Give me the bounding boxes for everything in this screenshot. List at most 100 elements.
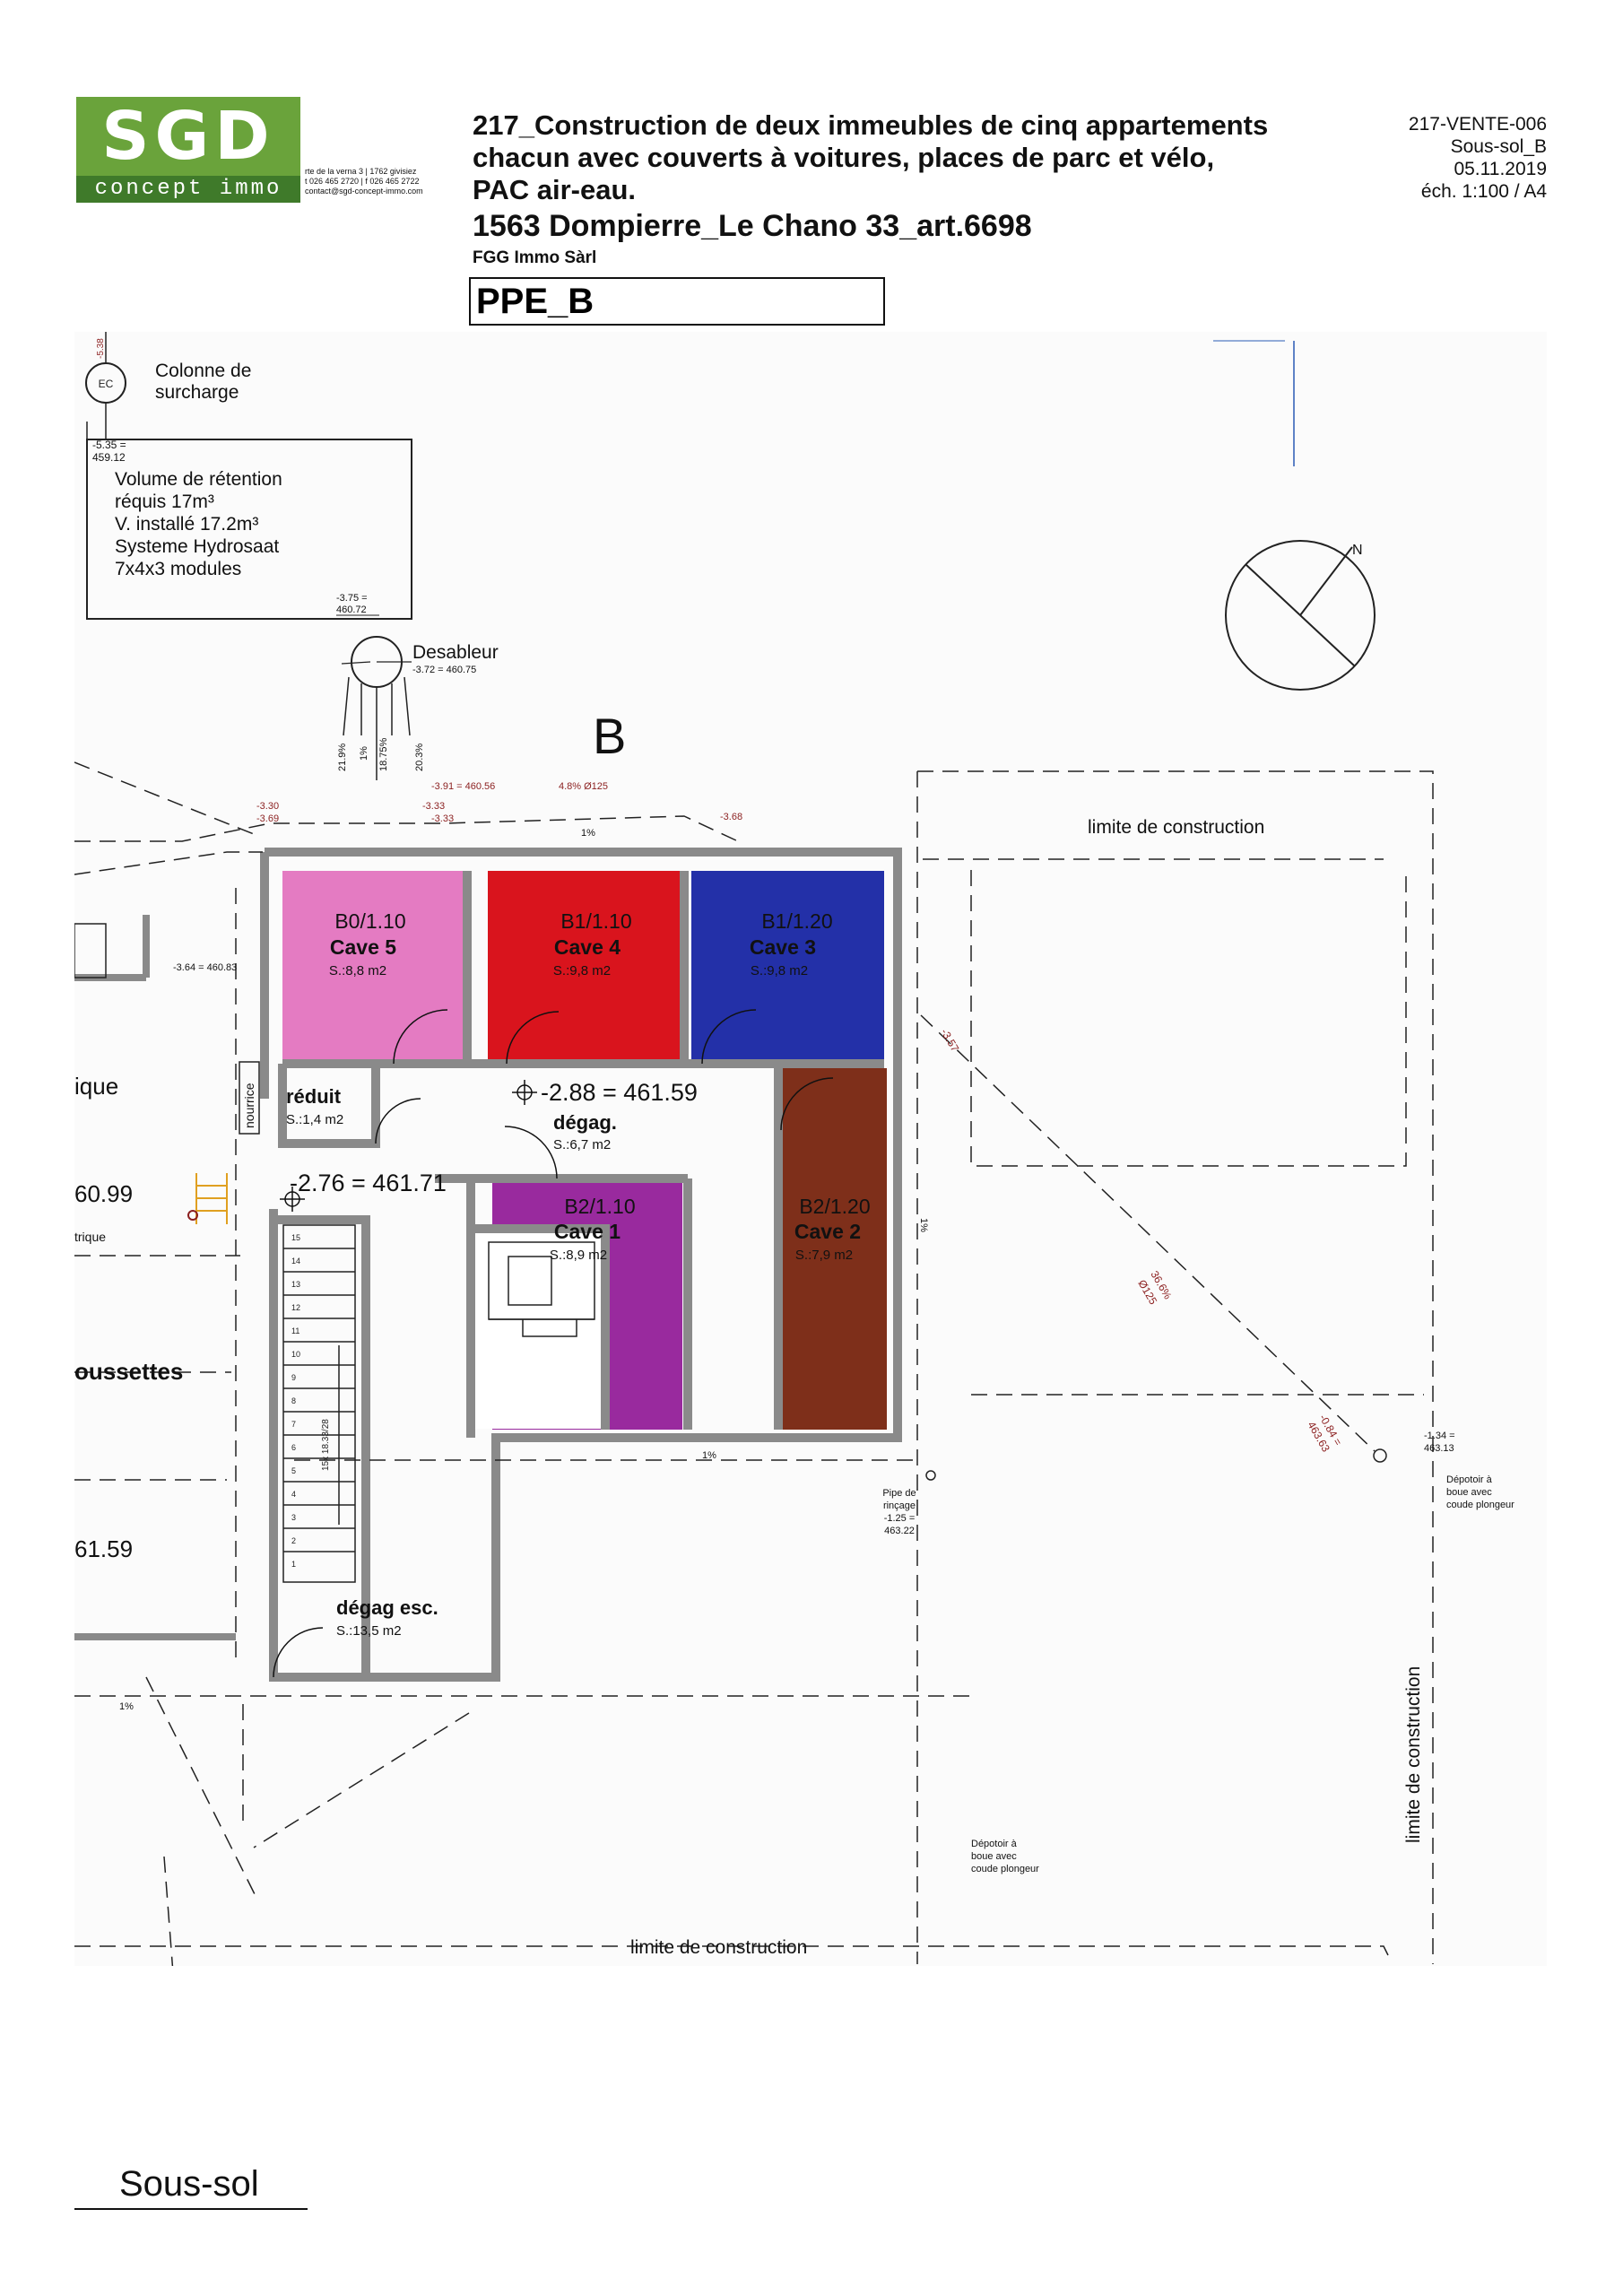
desableur-pipes: [343, 676, 411, 780]
room-labels: B0/1.10 Cave 5 S.:8,8 m2 B1/1.10 Cave 4 …: [329, 909, 871, 1263]
pipe-left-top: [74, 851, 263, 875]
desableur-label: Desableur: [412, 642, 499, 663]
room-cave-1-cutout: [471, 1229, 605, 1429]
cave-5-code: B0/1.10: [334, 909, 405, 933]
north-label: N: [1352, 543, 1363, 558]
depotoir-right-level-1: -1.34 =: [1424, 1431, 1455, 1441]
project-title-block: 217_Construction de deux immeubles de ci…: [473, 109, 1333, 269]
elevator: [488, 1241, 595, 1337]
north-arrow: N: [1225, 540, 1376, 691]
door-stair: [273, 1627, 324, 1678]
step-11: 11: [291, 1326, 299, 1335]
rincage-4: 463.22: [884, 1526, 915, 1536]
door-cave-2: [780, 1077, 834, 1131]
logo-text: SGD: [101, 98, 275, 175]
elevator-car: [508, 1256, 552, 1306]
door-cave-3: [701, 1009, 757, 1065]
adjacent-shaft: [74, 923, 107, 978]
step-6: 6: [291, 1443, 296, 1452]
ladder-lines: [195, 1173, 228, 1224]
stair-treads: [282, 1224, 356, 1583]
slope-labels: 1% 1% 1%: [119, 1218, 929, 1712]
contact-email: contact@sgd-concept-immo.com: [305, 187, 423, 196]
slope-top: 1%: [581, 828, 595, 839]
pipe-slope-4: 20.3%: [414, 744, 425, 771]
stair-calc: 15x 18.33/28: [321, 1419, 331, 1471]
limit-label-top: limite de construction: [1088, 817, 1264, 838]
north-needle: [1299, 546, 1353, 616]
pipe-label-dia: 4.8% Ø125: [559, 781, 608, 792]
depotoir-right-3: coude plongeur: [1446, 1500, 1515, 1510]
step-8: 8: [291, 1396, 296, 1405]
left-partial-2: 60.99: [74, 1180, 133, 1207]
nourrice-box: [239, 1061, 260, 1135]
door-cave-5: [393, 1009, 448, 1065]
cave-2-surface: S.:7,9 m2: [795, 1248, 853, 1263]
cave-1-name: Cave 1: [554, 1220, 621, 1243]
step-4: 4: [291, 1490, 296, 1499]
pipe-left-vertical: [235, 888, 244, 1821]
project-client: FGG Immo Sàrl: [473, 248, 597, 267]
step-12: 12: [291, 1303, 300, 1312]
drainage-network: [74, 761, 1434, 1966]
step-7: 7: [291, 1420, 296, 1429]
room-cave-3: [691, 871, 884, 1064]
room-cave-5: [282, 871, 467, 1064]
left-partial-1: ique: [74, 1073, 118, 1100]
project-address: 1563 Dompierre_Le Chano 33_art.6698: [473, 209, 1032, 243]
north-circle: [1225, 540, 1376, 691]
pipe-left-diag: [74, 761, 255, 835]
left-manhole: [187, 1210, 198, 1221]
step-3: 3: [291, 1513, 296, 1522]
depotoir-bottom: Dépotoir à boue avec coude plongeur: [971, 1839, 1039, 1874]
level-330: -3.30: [256, 801, 279, 812]
company-contact: rte de la verna 3 | 1762 givisiez t 026 …: [305, 167, 423, 196]
building-label: B: [593, 708, 626, 764]
ppe-label: PPE_B: [476, 282, 595, 321]
company-logo: SGD concept immo: [76, 97, 300, 203]
depotoir-right: -1.34 = 463.13 Dépotoir à boue avec coud…: [1424, 1431, 1515, 1510]
level-368: -3.68: [720, 812, 742, 822]
left-partial-4: oussettes: [74, 1358, 183, 1385]
cave-5-name: Cave 5: [330, 935, 396, 959]
left-ladder: [195, 1173, 228, 1224]
step-5: 5: [291, 1466, 296, 1475]
pipe-labels: -3.91 = 460.56 4.8% Ø125 -3.30 -3.69 -3.…: [256, 781, 742, 839]
step-9: 9: [291, 1373, 296, 1382]
pipe-slope-3: 18.75%: [378, 737, 389, 771]
cave-4-code: B1/1.10: [560, 909, 631, 933]
limit-label-right: limite de construction: [1403, 1666, 1424, 1843]
lower-cave-walls: [435, 1068, 783, 1430]
pipe-slope-2: 1%: [359, 746, 369, 761]
rincage-3: -1.25 =: [884, 1513, 916, 1524]
ec-legend: EC Colonne de surcharge -5.38: [85, 332, 251, 439]
step-1: 1: [291, 1560, 296, 1569]
pipe-label-main: -3.91 = 460.56: [431, 781, 495, 792]
cave-3-surface: S.:9,8 m2: [751, 963, 808, 978]
drawing-number: 217-VENTE-006: [1408, 114, 1547, 135]
logo-tagline: concept immo: [76, 176, 300, 203]
desableur-level-2: 460.72: [336, 604, 367, 615]
drawing-level: Sous-sol_B: [1450, 136, 1547, 157]
step-15: 15: [291, 1233, 300, 1242]
reduit-name: réduit: [286, 1085, 342, 1108]
level-title-underline: [74, 2208, 308, 2210]
pipe-left-branches: [74, 1255, 240, 1481]
slope-vertical: 1%: [918, 1218, 929, 1232]
room-cave-4: [488, 871, 684, 1064]
stair-level: -2.76 = 461.71: [290, 1170, 447, 1196]
level-369: -3.69: [256, 813, 279, 824]
degag-surface: S.:6,7 m2: [553, 1137, 611, 1152]
step-13: 13: [291, 1280, 300, 1289]
stair-outline: [282, 1224, 356, 1583]
limit-label-bottom: limite de construction: [630, 1937, 807, 1958]
door-cave-1: [504, 1126, 558, 1179]
cave-4-name: Cave 4: [554, 935, 621, 959]
retention-tank: -5.35 = 459.12 Volume de rétention réqui…: [86, 422, 412, 620]
stair-level-cross: [280, 1187, 305, 1212]
degag-corridor: -2.88 = 461.59 dégag. S.:6,7 m2: [512, 1079, 698, 1152]
reduit-walls: [278, 1064, 380, 1148]
desableur-sub: -3.72 = 460.75: [412, 665, 476, 675]
desableur-level-1: -3.75 =: [336, 593, 368, 604]
project-title-line-1: 217_Construction de deux immeubles de ci…: [473, 109, 1269, 141]
